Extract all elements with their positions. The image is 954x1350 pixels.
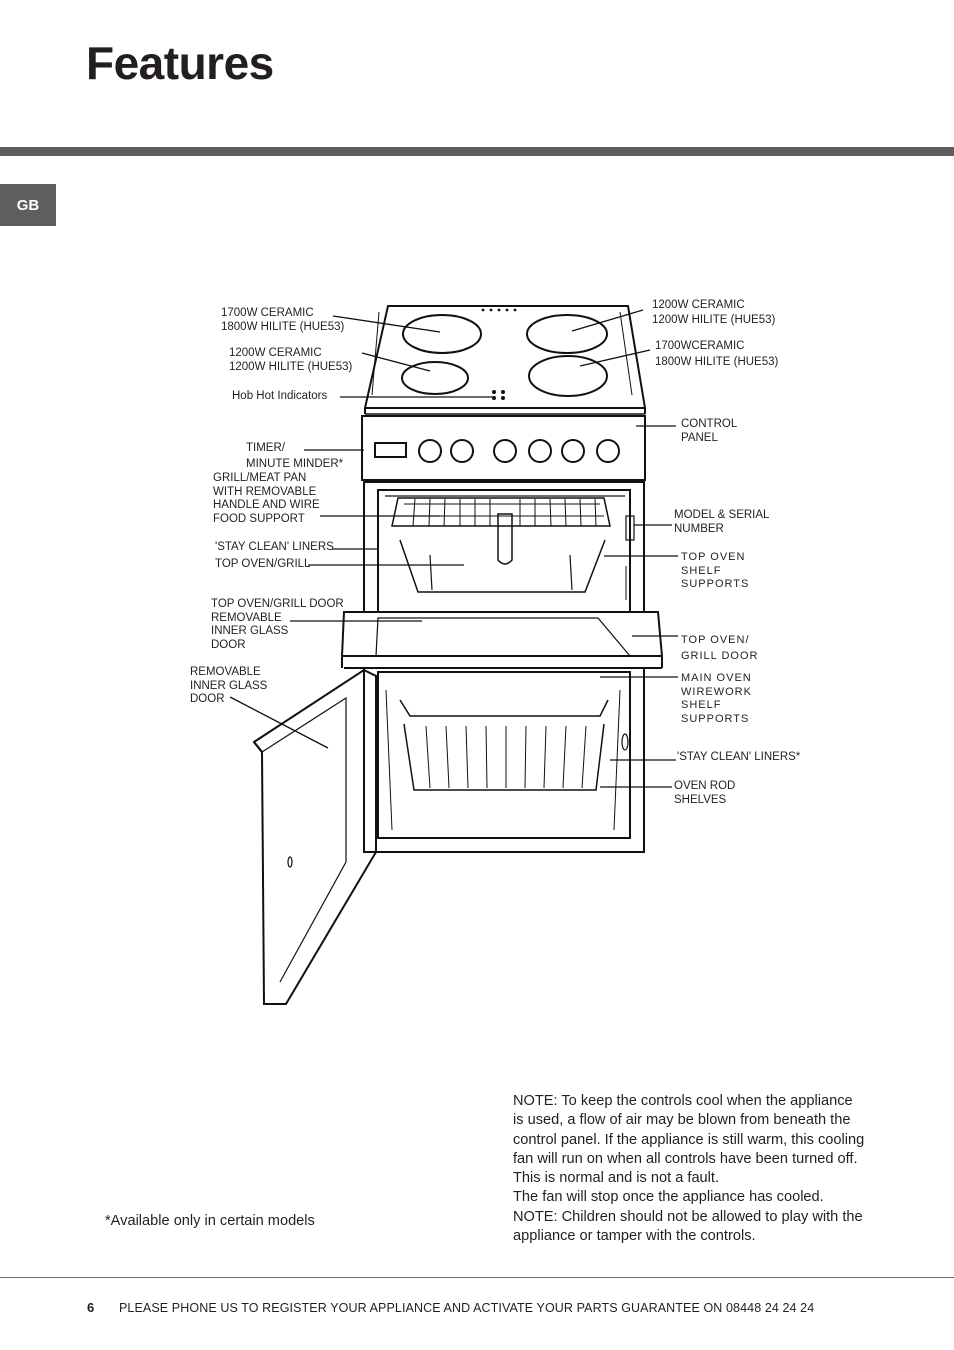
label-top-oven-shelf: TOP OVEN SHELF SUPPORTS — [681, 551, 750, 590]
page-title: Features — [86, 37, 274, 89]
label-grill-pan: GRILL/MEAT PAN WITH REMOVABLE HANDLE AND… — [213, 472, 320, 525]
label-hob-left-rear: 1700W CERAMIC 1800W HILITE (HUE53) — [221, 307, 345, 333]
label-stay-clean-liners-main: 'STAY CLEAN' LINERS* — [677, 751, 801, 763]
availability-note: *Available only in certain models — [105, 1213, 315, 1229]
label-stay-clean-liners: 'STAY CLEAN' LINERS — [215, 541, 334, 553]
label-main-oven-wirework: MAIN OVEN WIREWORK SHELF SUPPORTS — [681, 672, 752, 725]
label-model-serial: MODEL & SERIAL NUMBER — [674, 509, 770, 535]
label-hob-left-front: 1200W CERAMIC 1200W HILITE (HUE53) — [229, 347, 353, 373]
header-divider-bar — [0, 147, 954, 156]
label-top-oven-grill: TOP OVEN/GRILL — [215, 558, 311, 570]
label-top-oven-door-glass: TOP OVEN/GRILL DOOR REMOVABLE INNER GLAS… — [211, 598, 344, 651]
label-control-panel: CONTROL PANEL — [681, 418, 738, 444]
label-oven-rod-shelves: OVEN ROD SHELVES — [674, 780, 736, 806]
cooling-fan-note: NOTE: To keep the controls cool when the… — [513, 1093, 865, 1245]
footer-text: PLEASE PHONE US TO REGISTER YOUR APPLIAN… — [119, 1301, 815, 1315]
region-tab: GB — [0, 184, 56, 226]
page-number: 6 — [87, 1300, 95, 1315]
footer-divider — [0, 1277, 954, 1278]
label-removable-glass: REMOVABLE INNER GLASS DOOR — [190, 666, 268, 705]
label-top-oven-door: TOP OVEN/ GRILL DOOR — [681, 634, 759, 662]
label-hob-right-rear: 1200W CERAMIC 1200W HILITE (HUE53) — [652, 299, 776, 326]
label-hob-hot-indicators: Hob Hot Indicators — [232, 390, 328, 402]
label-hob-right-front: 1700WCERAMIC 1800W HILITE (HUE53) — [655, 340, 779, 368]
label-timer: TIMER/ MINUTE MINDER* — [246, 442, 344, 470]
